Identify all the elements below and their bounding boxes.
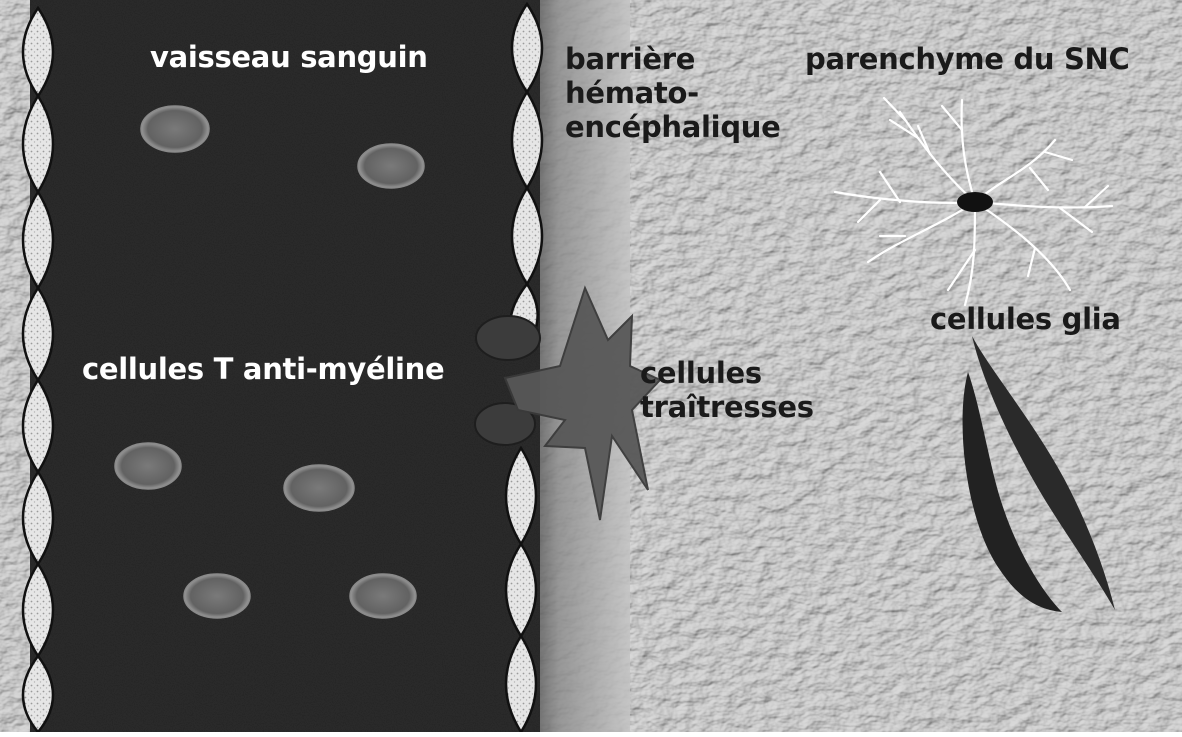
glial-cells-label: cellules glia — [930, 302, 1121, 336]
t-cells-label: cellules T anti-myéline — [82, 352, 444, 386]
barrier-label-line: barrière — [565, 42, 781, 76]
traitor-cells-label: cellules traîtresses — [640, 356, 814, 424]
blood-cell — [115, 443, 181, 489]
barrier-label-line: hémato- — [565, 76, 781, 110]
barrier-label-line: encéphalique — [565, 110, 781, 144]
cns-parenchyma-label: parenchyme du SNC — [805, 42, 1130, 76]
blood-cell — [358, 144, 424, 188]
blood-cell — [284, 465, 354, 511]
barrier-label: barrière hémato- encéphalique — [565, 42, 781, 144]
blood-cell — [184, 574, 250, 618]
traitor-cells-label-line: traîtresses — [640, 390, 814, 424]
neuron-nucleus — [957, 192, 993, 212]
blood-cell — [350, 574, 416, 618]
blood-cell — [141, 106, 209, 152]
traitor-cells-label-line: cellules — [640, 356, 814, 390]
blood-vessel-label: vaisseau sanguin — [150, 40, 428, 74]
